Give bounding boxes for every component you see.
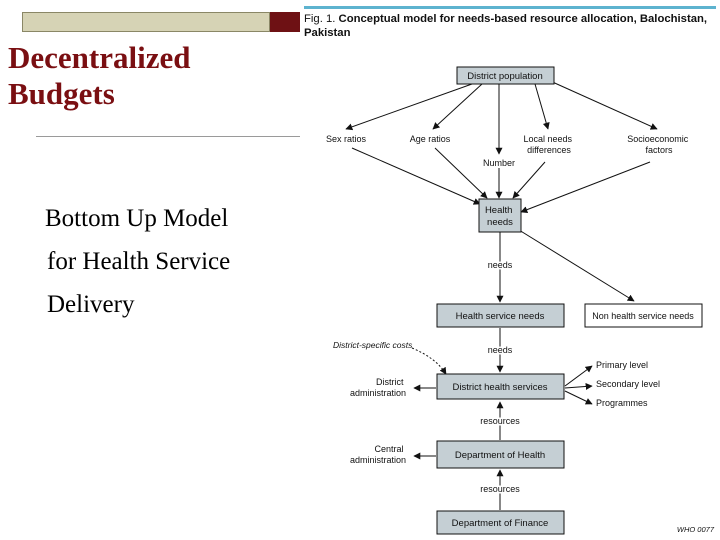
edge-label-needs-1: needs (488, 260, 513, 270)
label-district-administration-line-1: District (376, 377, 404, 387)
slide-title: Decentralized Budgets (8, 40, 190, 112)
title-divider (36, 136, 300, 137)
arrow-pop-to-local (534, 83, 550, 130)
node-health-needs (478, 198, 522, 233)
label-central-administration: Central administration (350, 444, 406, 465)
node-non-health-service-needs (584, 303, 703, 328)
label-primary-level: Primary level (596, 360, 648, 370)
subtitle-line-3: Delivery (47, 291, 135, 318)
slide-title-line-1: Decentralized (8, 40, 191, 75)
figure-credit: WHO 0077 (677, 525, 715, 534)
label-local-needs-line-2: differences (527, 145, 571, 155)
edge-label-needs-2: needs (488, 345, 513, 355)
label-health-needs-line-1: Health (485, 205, 512, 216)
arrow-pop-to-socio (547, 79, 658, 130)
subtitle-line-2: for Health Service (47, 248, 231, 275)
slide-subtitle: Bottom Up Model for Health Service Deliv… (45, 197, 231, 326)
header-bar-maroon (270, 12, 300, 32)
label-district-specific-costs: District-specific costs (333, 340, 413, 350)
arrow-dhs-to-primary (564, 365, 593, 387)
figure-caption: Fig. 1. Conceptual model for needs-based… (304, 12, 716, 40)
arrow-sex-to-health (351, 147, 481, 205)
label-health-service-needs: Health service needs (456, 311, 545, 322)
node-department-of-health (436, 440, 565, 469)
diagram-arrows (345, 79, 658, 510)
arrow-dhs-to-secondary (564, 382, 593, 390)
label-department-of-finance: Department of Finance (452, 518, 549, 529)
label-programmes: Programmes (596, 398, 648, 408)
label-health-needs: Health needs (485, 205, 515, 228)
label-non-health-service-needs: Non health service needs (592, 311, 694, 321)
label-number: Number (483, 158, 515, 168)
arrow-socio-to-health (520, 161, 651, 213)
arrow-health-to-nonhsn (518, 229, 635, 302)
label-socioeconomic: Socioeconomic factors (627, 134, 691, 155)
label-district-administration-line-2: administration (350, 388, 406, 398)
label-health-needs-line-2: needs (487, 217, 513, 228)
arrow-dhs-to-programmes (564, 390, 593, 405)
label-socioeconomic-line-2: factors (645, 145, 673, 155)
node-department-of-finance (436, 510, 565, 535)
subtitle-line-1: Bottom Up Model (45, 205, 229, 232)
label-district-health-services: District health services (452, 382, 547, 393)
label-department-of-health: Department of Health (455, 450, 545, 461)
figure-number: Fig. 1. (304, 13, 336, 25)
node-district-health-services (436, 373, 565, 400)
label-district-administration: District administration (350, 377, 406, 398)
edge-label-resources-1: resources (480, 416, 520, 426)
label-local-needs-line-1: Local needs (523, 134, 572, 144)
header-bar-beige (22, 12, 270, 32)
label-secondary-level: Secondary level (596, 379, 660, 389)
arrow-local-to-health (512, 161, 546, 199)
label-local-needs: Local needs differences (523, 134, 574, 155)
figure-caption-text: Conceptual model for needs-based resourc… (304, 13, 708, 39)
slide-title-line-2: Budgets (8, 76, 115, 111)
label-age-ratios: Age ratios (410, 134, 451, 144)
label-central-administration-line-2: administration (350, 455, 406, 465)
label-central-administration-line-1: Central (374, 444, 403, 454)
label-socioeconomic-line-1: Socioeconomic (627, 134, 689, 144)
node-health-service-needs (436, 303, 565, 328)
arrow-costs-to-dhs (411, 347, 447, 375)
label-sex-ratios: Sex ratios (326, 134, 367, 144)
arrow-age-to-health (434, 147, 488, 199)
arrow-pop-to-age (432, 83, 483, 130)
figure-top-rule (304, 6, 716, 9)
node-district-population (456, 66, 555, 85)
arrow-pop-to-sex (345, 83, 473, 131)
edge-label-resources-2: resources (480, 484, 520, 494)
label-district-population: District population (467, 71, 543, 82)
